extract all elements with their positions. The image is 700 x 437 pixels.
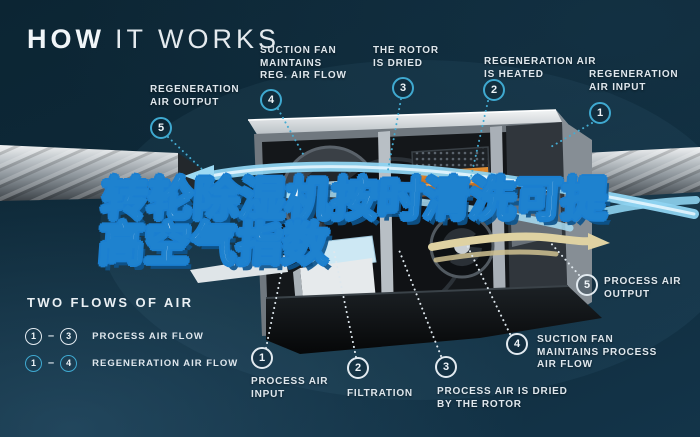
legend-title: TWO FLOWS OF AIR — [27, 295, 194, 310]
chinese-headline: 转轮除湿机按时清洗可提 高空气指数 — [96, 171, 611, 272]
callout-filtration: FILTRATION — [347, 388, 413, 399]
process-airflow-arrows — [428, 232, 610, 263]
callout-suction-fan-process: SUCTION FAN MAINTAINS PROCESS AIR FLOW — [537, 334, 658, 370]
page-title: HOW IT WORKS — [27, 24, 280, 55]
badge-process-4: 4 — [506, 333, 528, 355]
callout-regeneration-air-input: REGENERATION AIR INPUT — [589, 69, 679, 93]
legend-badge-from-process: 1 — [25, 327, 42, 345]
badge-regeneration-5: 5 — [150, 117, 172, 139]
badge-process-2: 2 — [347, 357, 369, 379]
legend-dash: – — [48, 357, 55, 369]
right-duct — [560, 147, 700, 205]
legend-dash: – — [48, 330, 55, 342]
badge-process-3: 3 — [435, 356, 457, 378]
badge-regeneration-1: 1 — [589, 102, 611, 124]
legend-row-process: 1 – 3 PROCESS AIR FLOW — [25, 327, 204, 345]
page-title-light: IT WORKS — [114, 24, 280, 54]
leader-lines — [167, 98, 593, 358]
callout-process-air-input: PROCESS AIR INPUT — [251, 376, 329, 400]
callout-regeneration-air-output: REGENERATION AIR OUTPUT — [150, 84, 240, 108]
legend-label-regeneration: REGENERATION AIR FLOW — [92, 357, 239, 369]
badge-process-1: 1 — [251, 347, 273, 369]
legend-row-regeneration: 1 – 4 REGENERATION AIR FLOW — [25, 354, 238, 372]
legend-label-process: PROCESS AIR FLOW — [92, 330, 204, 342]
chinese-headline-line2: 高空气指数 — [96, 216, 332, 272]
machine-base — [266, 286, 602, 354]
page-title-bold: HOW — [27, 24, 105, 54]
legend-badge-from-regeneration: 1 — [25, 354, 42, 372]
callout-regeneration-heated: REGENERATION AIR IS HEATED — [484, 56, 597, 80]
callout-suction-fan-reg: SUCTION FAN MAINTAINS REG. AIR FLOW — [260, 45, 347, 81]
badge-regeneration-4: 4 — [260, 89, 282, 111]
callout-rotor-dried: THE ROTOR IS DRIED — [373, 45, 439, 69]
callout-process-dried-by-rotor: PROCESS AIR IS DRIED BY THE ROTOR — [437, 386, 568, 410]
regeneration-airflow-arrows — [184, 161, 700, 232]
badge-regeneration-3: 3 — [392, 77, 414, 99]
badge-process-5: 5 — [576, 274, 598, 296]
badge-regeneration-2: 2 — [483, 79, 505, 101]
callout-process-air-output: PROCESS AIR OUTPUT — [604, 276, 682, 300]
chinese-headline-line1: 转轮除湿机按时清洗可提 — [99, 171, 611, 227]
legend-badge-to-process: 3 — [60, 327, 78, 345]
legend-badge-to-regeneration: 4 — [60, 354, 78, 372]
